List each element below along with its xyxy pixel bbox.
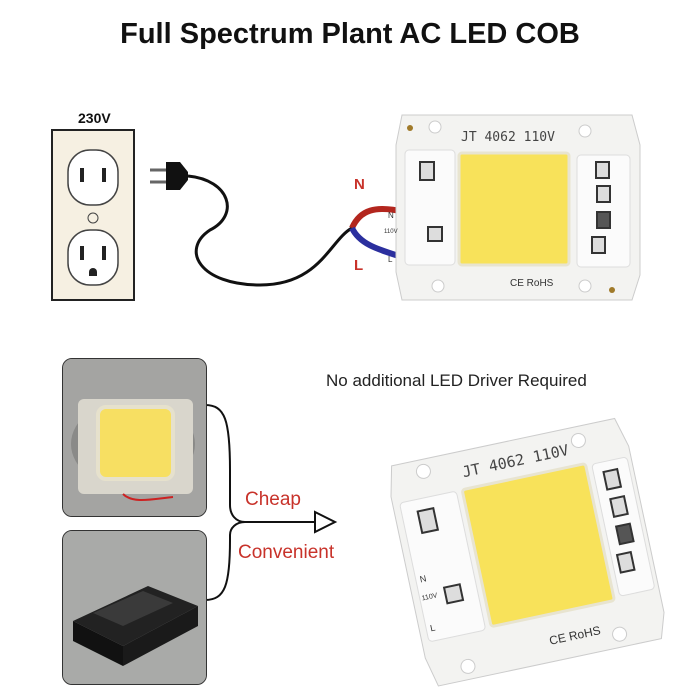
page-title: Full Spectrum Plant AC LED COB (120, 18, 580, 50)
wall-outlet-icon (51, 129, 135, 301)
pad-l-label: L (429, 622, 436, 633)
live-label: L (354, 257, 364, 274)
driver-note: No additional LED Driver Required (326, 371, 587, 390)
voltage-label: 230V (78, 110, 111, 126)
photo-led-driver (62, 530, 207, 685)
cob-chip-bottom: JT 4062 110V CE RoHS N 110V L (390, 417, 665, 687)
pad-voltage-label: 110V (421, 592, 438, 602)
neutral-label: N (354, 176, 365, 193)
benefit-cheap: Cheap (245, 489, 301, 510)
pad-n-label: N (419, 573, 427, 584)
plug-icon (150, 162, 353, 287)
cob-chip-top: JT 4062 110V CE RoHS N 110V L (384, 114, 641, 301)
chip-cert-text: CE RoHS (510, 278, 554, 289)
merge-arrow (204, 404, 338, 601)
photo-dc-cob-led (62, 358, 207, 517)
pad-l-label: L (388, 255, 393, 264)
pad-n-label: N (388, 211, 394, 220)
pad-voltage-label: 110V (384, 229, 398, 235)
benefit-convenient: Convenient (238, 542, 335, 563)
chip-model-text: JT 4062 110V (461, 130, 555, 145)
